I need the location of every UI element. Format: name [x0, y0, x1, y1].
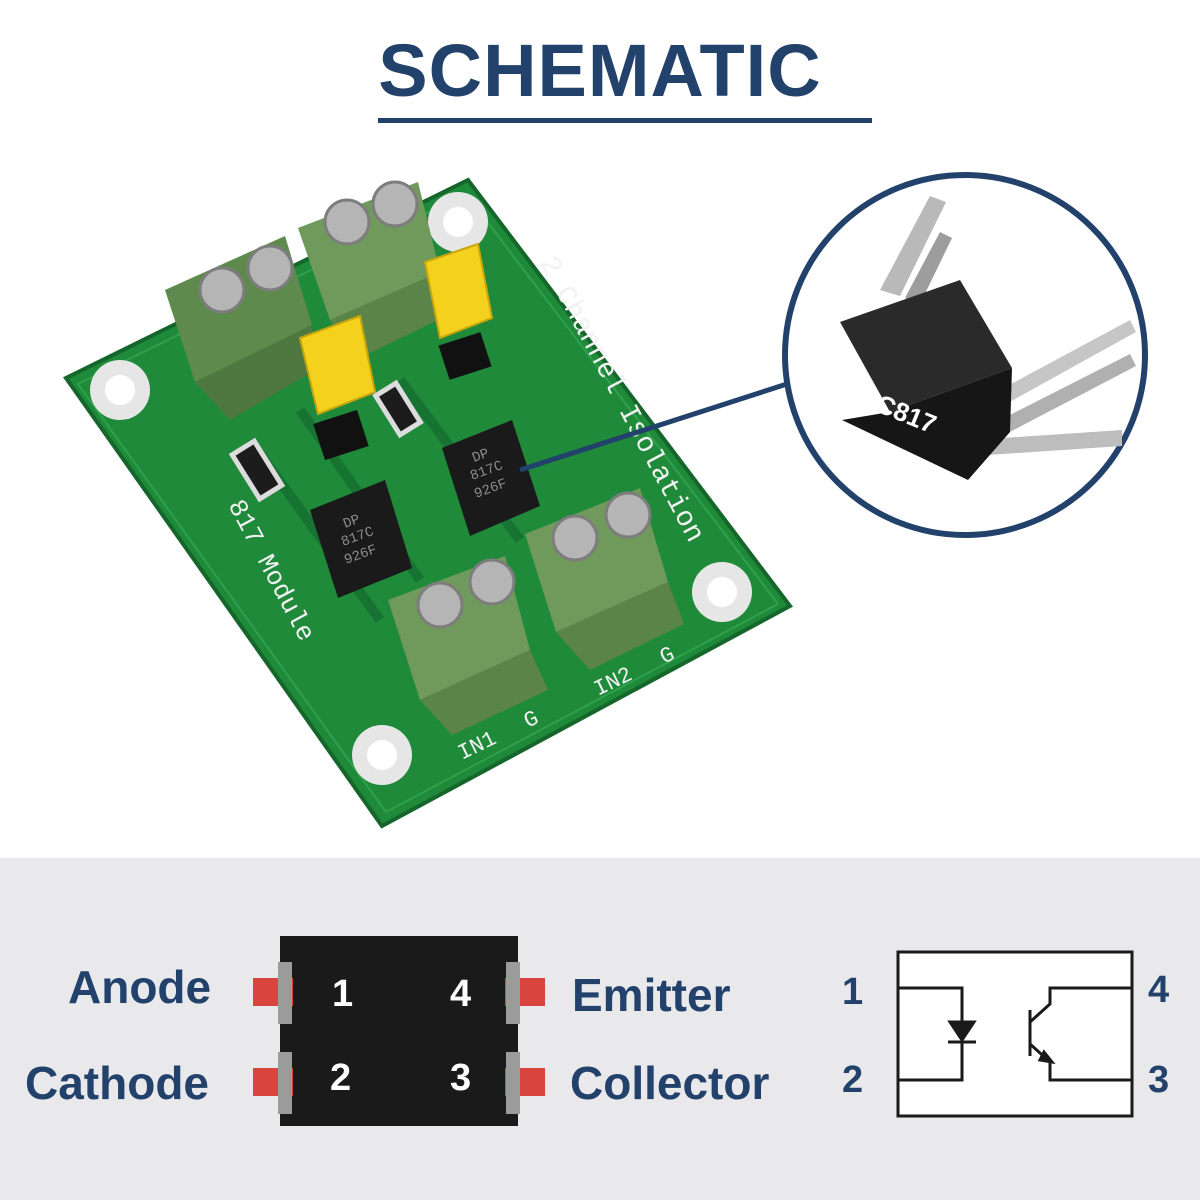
terminal-block — [298, 180, 442, 358]
pin-number-3: 3 — [450, 1057, 471, 1099]
callout-magnifier: PC817 — [782, 172, 1148, 538]
callout-line — [519, 380, 791, 473]
optocoupler-chip: DP 817C 926F — [310, 480, 412, 598]
dip-chip-body: 1 4 2 3 — [253, 936, 545, 1126]
page-title: SCHEMATIC — [378, 29, 822, 112]
mounting-hole — [428, 192, 488, 252]
mounting-hole — [352, 725, 412, 785]
jumper — [423, 242, 494, 380]
terminal-block — [525, 488, 684, 670]
chip-marking: DP — [470, 446, 491, 467]
mounting-hole — [692, 562, 752, 622]
label-collector: Collector — [570, 1057, 770, 1109]
terminal-block — [165, 236, 315, 420]
schematic-number-1: 1 — [842, 971, 863, 1013]
pin-number-1: 1 — [332, 973, 353, 1015]
pin-number-2: 2 — [330, 1057, 351, 1099]
terminal-block — [388, 556, 548, 735]
label-emitter: Emitter — [572, 969, 731, 1021]
pin-number-4: 4 — [450, 973, 471, 1015]
resistor — [228, 437, 286, 503]
schematic-number-3: 3 — [1148, 1059, 1169, 1101]
jumper — [298, 314, 377, 461]
optocoupler-chip: DP 817C 926F — [442, 420, 540, 536]
chip-marking: DP — [341, 512, 362, 533]
resistor — [372, 379, 424, 439]
optocoupler-schematic — [896, 950, 1134, 1118]
schematic-number-4: 4 — [1148, 969, 1169, 1011]
label-cathode: Cathode — [25, 1057, 209, 1109]
title-underline — [378, 118, 872, 123]
module-photo: DP 817C 926F DP 817C 926F 2 Channel Isol… — [63, 172, 1148, 829]
label-anode: Anode — [68, 961, 212, 1013]
pinout-diagram: 1 4 2 3 1 2 4 3 — [253, 936, 1169, 1126]
schematic-number-2: 2 — [842, 1059, 863, 1101]
mounting-hole — [90, 360, 150, 420]
